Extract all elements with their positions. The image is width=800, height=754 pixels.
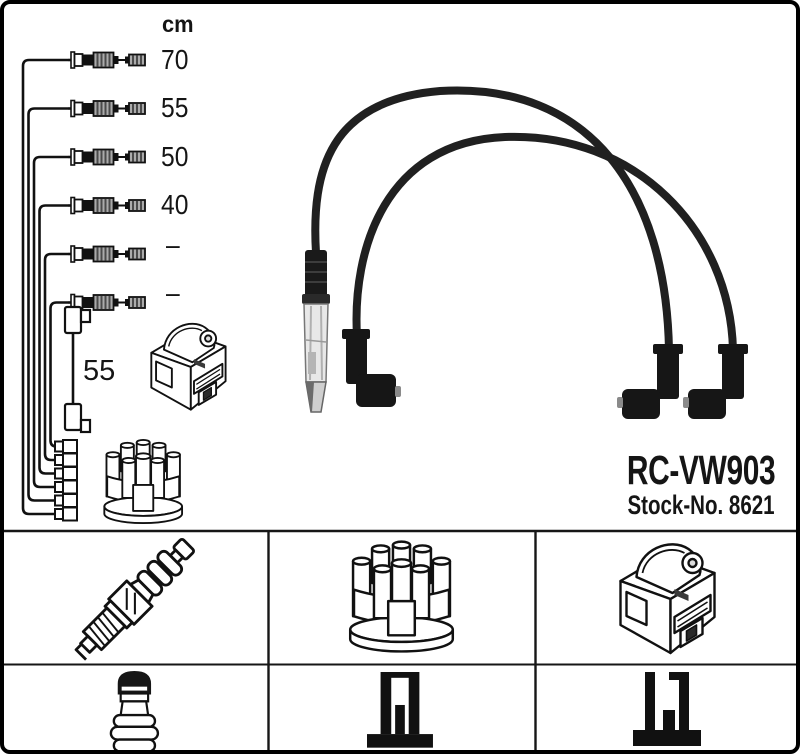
- cable-length-label: 40: [161, 189, 189, 220]
- cable-lead-icon: [68, 50, 146, 70]
- cable-lead-icon: [68, 244, 146, 264]
- cable-inner: [352, 132, 737, 354]
- parts-grid-lines: [2, 529, 798, 752]
- cable-lead-icon: [68, 147, 146, 167]
- cable-length-label: 70: [161, 44, 189, 75]
- cable-length-label: –: [166, 229, 180, 260]
- distributor-cap-icon-small: [103, 438, 184, 525]
- cable-lead-icon: [68, 99, 146, 118]
- length-bracket-lines: [21, 58, 68, 516]
- ignition-cable-set-photo: [302, 86, 748, 419]
- elbow-plug-boot: [617, 344, 683, 419]
- unit-header: cm: [162, 11, 194, 37]
- cable-length-label: 55: [161, 92, 189, 123]
- terminal-boot-icon-cell: [109, 670, 160, 753]
- socket-connector-open-icon-cell: [633, 672, 701, 746]
- coil-lead-length-label: 55: [83, 355, 116, 387]
- terminal-stub-icons: [54, 439, 78, 522]
- distributor-cap-icon-cell: [348, 540, 455, 653]
- ignition-coil-icon-small: [150, 322, 227, 411]
- socket-connector-icon-cell: [367, 672, 433, 748]
- coil-lead-icon: [63, 305, 92, 434]
- elbow-plug-boot: [683, 344, 748, 419]
- straight-plug-boot: [302, 250, 330, 413]
- product-model: RC-VW903: [626, 447, 776, 493]
- cable-lead-icons: [68, 50, 146, 312]
- product-stock-number: Stock-No. 8621: [627, 490, 775, 520]
- elbow-plug-boot: [342, 329, 401, 407]
- cable-lead-icon: [68, 196, 146, 215]
- cable-length-label: 50: [161, 141, 189, 172]
- cable-outer: [311, 86, 673, 354]
- ignition-coil-icon-cell: [619, 543, 716, 655]
- cable-length-label: –: [166, 277, 180, 308]
- spark-plug-icon-cell: [65, 530, 203, 668]
